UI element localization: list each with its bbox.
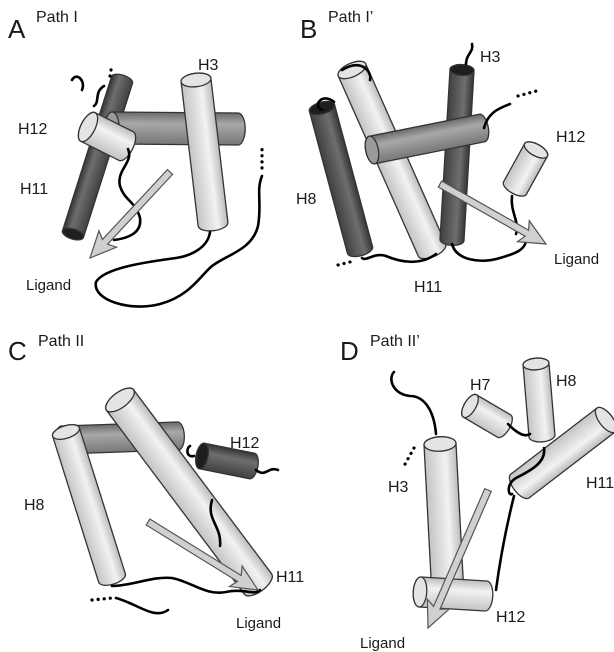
- label-h11: H11: [20, 181, 48, 198]
- helix-h8: [523, 357, 556, 443]
- panel-b-letter: B: [300, 14, 317, 44]
- panel-c-letter: C: [8, 336, 27, 366]
- label-ligand: Ligand: [236, 615, 281, 632]
- label-ligand: Ligand: [26, 277, 71, 294]
- label-h3: H3: [198, 57, 219, 74]
- helix-h11: [102, 384, 276, 601]
- panel-a: A Path I H3 H12 H11 Ligand: [8, 9, 262, 307]
- helix-h12: [501, 139, 550, 200]
- helix-h3: [180, 72, 228, 233]
- panel-b-title: Path I’: [328, 9, 373, 26]
- loop: [496, 496, 514, 590]
- panel-d-letter: D: [340, 336, 359, 366]
- helix-h12: [412, 577, 493, 612]
- label-h8: H8: [556, 373, 577, 390]
- label-h3: H3: [480, 49, 501, 66]
- panel-c: C Path II H12 H8 H11 Ligand: [8, 333, 304, 632]
- label-h8: H8: [24, 497, 45, 514]
- label-h11: H11: [586, 475, 614, 492]
- label-ligand: Ligand: [360, 635, 405, 652]
- helix-h7: [458, 392, 515, 440]
- label-h7: H7: [470, 377, 491, 394]
- loop: [96, 176, 262, 307]
- panel-a-letter: A: [8, 14, 26, 44]
- panel-b: B Path I’ H3 H12 H8 H11 Ligand: [296, 9, 599, 296]
- panel-c-title: Path II: [38, 333, 84, 350]
- helix-h3: [440, 64, 475, 246]
- chain-continuation: [92, 598, 112, 600]
- label-h12: H12: [18, 121, 47, 138]
- loop: [466, 44, 472, 64]
- loop: [391, 372, 436, 434]
- label-h12: H12: [230, 435, 259, 452]
- label-ligand: Ligand: [554, 251, 599, 268]
- label-h11: H11: [276, 569, 304, 586]
- helix-body: [180, 72, 228, 233]
- chain-continuation: [334, 262, 350, 266]
- label-h8: H8: [296, 191, 317, 208]
- helix-body: [440, 64, 475, 246]
- loop: [187, 446, 194, 456]
- loop: [508, 424, 530, 435]
- chain-continuation: [110, 64, 112, 76]
- panel-d-title: Path II’: [370, 333, 420, 350]
- loop: [116, 598, 168, 613]
- label-h11: H11: [414, 279, 442, 296]
- helix-body: [102, 384, 276, 601]
- chain-continuation: [518, 90, 540, 96]
- panel-d: D Path II’ H7 H8 H3 H11 H12 Ligand: [340, 333, 614, 652]
- panel-a-title: Path I: [36, 9, 78, 26]
- label-h12: H12: [496, 609, 525, 626]
- chain-continuation: [404, 448, 414, 466]
- label-h3: H3: [388, 479, 409, 496]
- loop: [256, 469, 278, 473]
- label-h12: H12: [556, 129, 585, 146]
- loop: [72, 77, 83, 90]
